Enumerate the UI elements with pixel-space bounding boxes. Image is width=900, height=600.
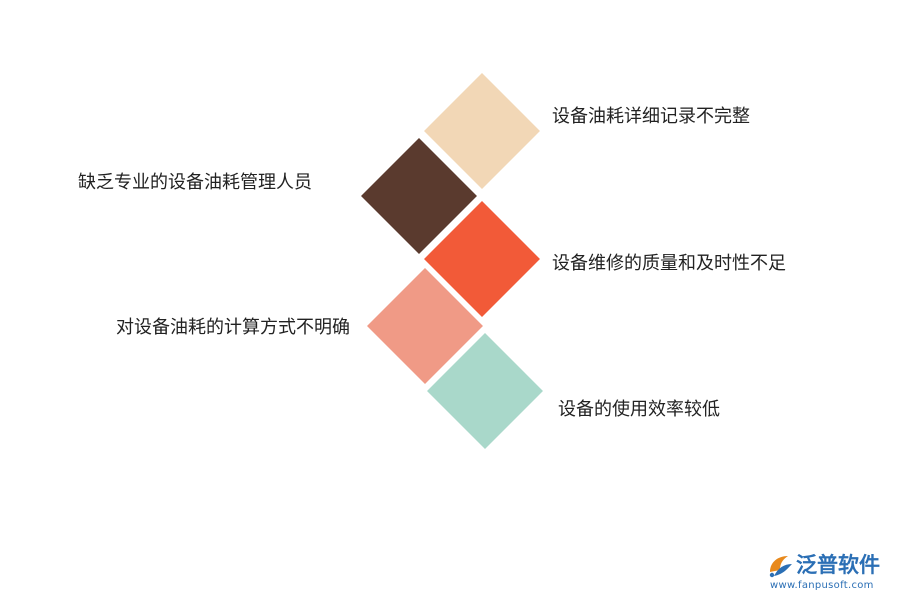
- label-4: 对设备油耗的计算方式不明确: [116, 317, 350, 338]
- label-2: 缺乏专业的设备油耗管理人员: [78, 172, 312, 193]
- label-1: 设备油耗详细记录不完整: [552, 106, 750, 127]
- label-3: 设备维修的质量和及时性不足: [552, 253, 786, 274]
- brand-logo: 泛普软件 www.fanpusoft.com: [766, 550, 894, 594]
- fanpu-logo-icon: [769, 556, 792, 578]
- logo-url: www.fanpusoft.com: [770, 580, 874, 591]
- label-5: 设备的使用效率较低: [558, 399, 720, 420]
- logo-name: 泛普软件: [796, 553, 880, 577]
